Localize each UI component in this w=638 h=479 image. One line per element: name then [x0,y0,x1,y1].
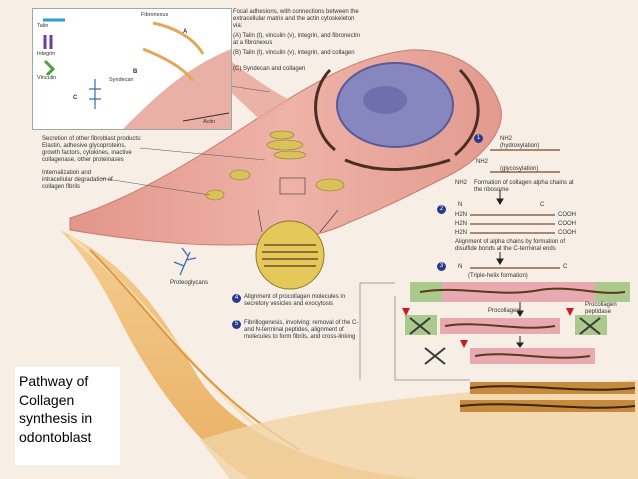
procollagen-rods [262,244,318,267]
note-item-c: (C) Syndecan and collagen [233,66,306,72]
label-procollagen: Procollagen [488,308,520,314]
step5-text: Fibrillogenesis, involving: removal of t… [244,320,359,340]
note-item-b: (B) Talin (t), vinculin (v), integrin, a… [233,50,355,56]
red-arrow-icon [566,308,574,316]
cleaved-peptide [579,317,601,335]
magnify-line [319,209,339,233]
step-badge-5: 5 [232,320,241,329]
nucleolus [363,86,407,114]
golgi-apparatus [205,130,345,201]
chem-nh2-b: NH2 [476,159,489,165]
step-arrows [496,190,524,348]
slide-caption: Pathway of Collagen synthesis in odontob… [19,372,119,446]
label-vinculin: Vinculin [37,75,57,81]
label-syndecan: Syndecan [109,77,134,83]
magnify-line [257,209,263,233]
chem-h2n: H2N [455,212,468,218]
label-c: C [73,95,78,101]
label-procollagen-peptidase: Procollagen peptidase [585,302,617,315]
step4-text: Alignment of procollagen molecules in se… [244,294,346,307]
chem-h2n-b: H2N [455,221,468,227]
note-proteoglycans: Proteoglycans [170,280,209,286]
cleaved-peptide [424,347,446,365]
step1-glycosylation: (glycosylation) [500,166,539,172]
leader-lines [99,85,470,381]
note-focal-adhesions: Focal adhesions, with connections betwee… [233,9,359,29]
step-badge-3: 3 [437,262,446,271]
rough-er [314,68,336,152]
step-badge-4: 4 [232,294,241,303]
caption-line: synthesis in [19,410,93,426]
rough-er [454,68,480,157]
chem-cooh-b: COOH [558,221,576,227]
chem-nh2: NH2 [500,136,513,142]
label-talin: Talin [37,23,49,29]
caption-line: Collagen [19,391,75,408]
label-fibronexus: Fibronexus [141,12,169,18]
chem-n: N [458,202,463,208]
chem-c: C [540,202,545,208]
alpha-chains [470,149,560,269]
chem-cooh-c: COOH [558,230,576,236]
caption-line: Pathway of [19,373,89,389]
caption-box [15,367,120,465]
label-a: A [183,29,188,35]
note-item-a: (A) Talin (t), vinculin (v), integrin, a… [233,33,360,46]
magnify-box [279,177,306,195]
chem-c-b: C [563,264,568,270]
mature-fibrils [459,382,636,412]
red-arrow-icon [460,340,468,348]
chem-cooh: COOH [558,212,576,218]
label-integrin: Integrin [37,51,56,57]
step3-text: (Triple-helix formation) [468,273,528,279]
step1-text: Formation of collagen alpha chains at th… [474,180,574,193]
step1-hydroxylation: (hydroxylation) [500,143,540,149]
proteoglycan-glyph [173,247,197,276]
procollagen-helix [444,323,556,329]
label-b: B [133,69,138,75]
red-arrow-icon [402,308,410,316]
label-actin: Actin [203,119,216,125]
triple-helix [419,287,626,294]
chem-nh2-c: NH2 [455,180,468,186]
collagen-fiber-bundle [200,380,638,479]
focal-adhesion-inset: Talin Integrin Vinculin Fibronexus Synde… [32,8,232,130]
note-internalization: Internalization and intracellular degrad… [42,170,113,190]
secretory-vesicle-magnified [255,220,325,290]
collagen-fiber-strand [69,234,261,432]
inset-artwork [43,18,231,129]
fibril-helix [474,353,591,359]
chem-n-b: N [458,264,463,270]
caption-line: odontoblast [19,428,92,445]
step2-text: Alignment of alpha chains by formation o… [455,239,566,252]
step-badge-1: 1 [474,134,483,143]
cleaved-peptide [409,317,431,335]
note-secretion: Secretion of other fibroblast products: … [42,136,142,163]
chem-h2n-c: H2N [455,230,468,236]
rough-er [344,158,451,171]
step-badge-2: 2 [437,205,446,214]
